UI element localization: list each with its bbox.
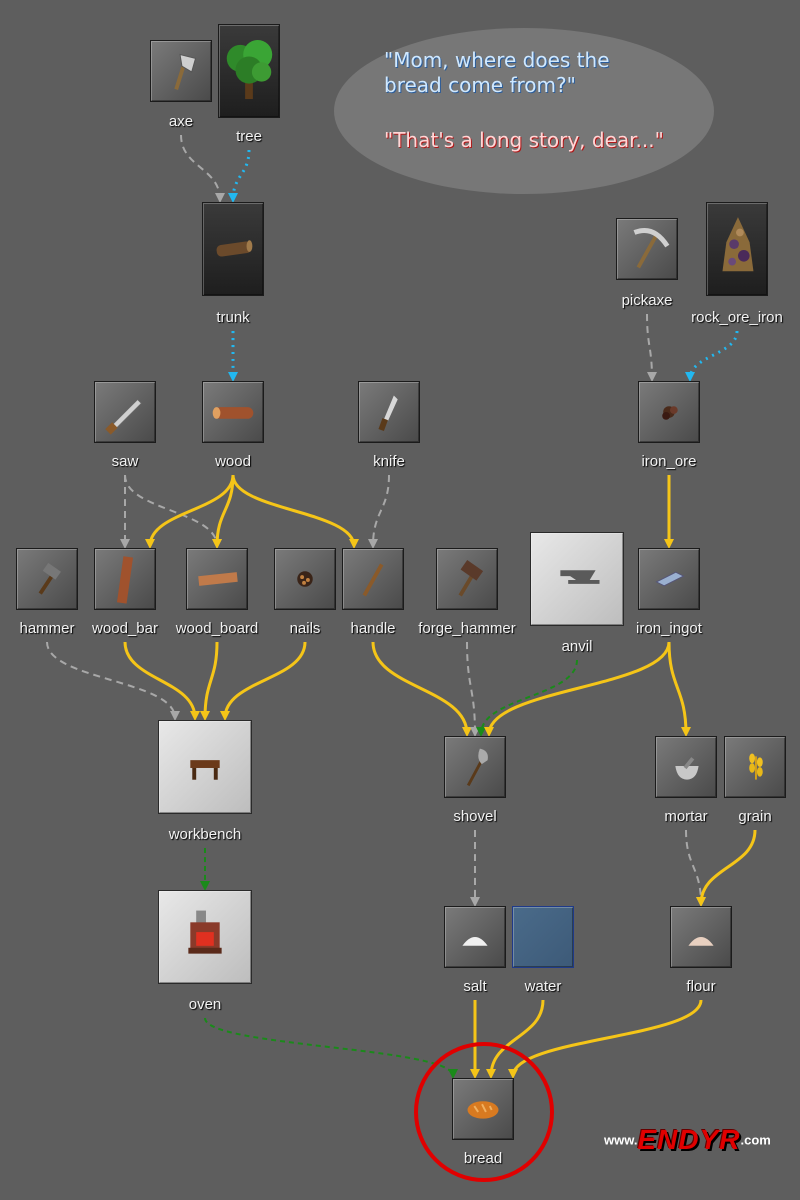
node-label: pickaxe xyxy=(621,292,673,309)
logo-name: ENDYR xyxy=(637,1124,741,1155)
speech-bubble xyxy=(334,28,714,194)
edge-axe-to-trunk xyxy=(180,134,225,203)
quote-line-2: bread come from?" xyxy=(384,73,576,97)
edge-hammer-to-workbench xyxy=(46,641,180,721)
node-saw xyxy=(94,381,156,443)
edge-wood-bar-to-workbench xyxy=(123,641,200,721)
node-oven xyxy=(158,890,252,984)
node-hammer xyxy=(16,548,78,610)
node-handle xyxy=(342,548,404,610)
node-shovel xyxy=(444,736,506,798)
node-trunk xyxy=(202,202,264,296)
node-label: forge_hammer xyxy=(418,620,516,637)
node-flour xyxy=(670,906,732,968)
edge-iron-ingot-to-mortar xyxy=(667,641,691,737)
edge-anvil-to-shovel xyxy=(476,659,578,737)
endyr-logo: www.ENDYR.com xyxy=(604,1124,771,1164)
logo-prefix: www. xyxy=(604,1132,638,1148)
edge-wood-to-handle xyxy=(231,474,359,549)
edge-rock-ore-iron-to-iron-ore xyxy=(685,330,739,382)
node-axe xyxy=(150,40,212,102)
node-wood-board xyxy=(186,548,248,610)
node-label: nails xyxy=(289,620,321,637)
node-pickaxe xyxy=(616,218,678,280)
node-label: iron_ore xyxy=(641,453,697,470)
node-nails xyxy=(274,548,336,610)
quote-line-1: "Mom, where does the xyxy=(384,48,610,72)
node-label: oven xyxy=(188,996,222,1013)
edge-wood-board-to-workbench xyxy=(200,641,219,721)
logo-suffix: .com xyxy=(740,1132,771,1148)
edge-grain-to-flour xyxy=(696,829,757,907)
node-knife xyxy=(358,381,420,443)
node-forge-hammer xyxy=(436,548,498,610)
node-label: water xyxy=(524,978,562,995)
edge-pickaxe-to-iron-ore xyxy=(646,313,657,382)
node-salt xyxy=(444,906,506,968)
edge-nails-to-workbench xyxy=(220,641,307,721)
node-label: wood_bar xyxy=(92,620,158,637)
edge-forge-hammer-to-shovel xyxy=(466,641,480,737)
edge-knife-to-handle xyxy=(368,474,390,549)
edge-iron-ingot-to-shovel xyxy=(484,641,671,737)
node-label: wood_board xyxy=(175,620,259,637)
node-label: wood xyxy=(215,453,251,470)
node-label: rock_ore_iron xyxy=(691,309,783,326)
node-label: handle xyxy=(350,620,396,637)
node-label: salt xyxy=(463,978,487,995)
node-anvil xyxy=(530,532,624,626)
node-water xyxy=(512,906,574,968)
node-label: grain xyxy=(738,808,772,825)
node-wood-bar xyxy=(94,548,156,610)
edge-tree-to-trunk xyxy=(228,149,251,203)
edge-handle-to-shovel xyxy=(371,641,472,737)
node-iron-ingot xyxy=(638,548,700,610)
node-label: tree xyxy=(236,128,262,145)
node-mortar xyxy=(655,736,717,798)
quote-question: "Mom, where does the bread come from?" xyxy=(384,48,610,98)
edge-wood-to-wood-bar xyxy=(145,474,235,549)
node-label: mortar xyxy=(664,808,708,825)
node-grain xyxy=(724,736,786,798)
node-label: axe xyxy=(168,113,194,130)
node-label: iron_ingot xyxy=(636,620,702,637)
quote-answer: "That's a long story, dear..." xyxy=(384,128,664,152)
edge-mortar-to-flour xyxy=(685,829,706,907)
node-tree xyxy=(218,24,280,118)
node-label: trunk xyxy=(216,309,250,326)
edge-oven-to-bread xyxy=(204,1017,458,1079)
node-label: flour xyxy=(686,978,716,995)
node-label: anvil xyxy=(561,638,593,655)
node-label: workbench xyxy=(168,826,242,843)
edge-wood-to-wood-board xyxy=(212,474,235,549)
node-label: shovel xyxy=(453,808,497,825)
node-rock-ore-iron xyxy=(706,202,768,296)
node-label: knife xyxy=(373,453,405,470)
node-label: hammer xyxy=(19,620,75,637)
edge-saw-to-wood-board xyxy=(124,474,222,549)
node-wood xyxy=(202,381,264,443)
node-workbench xyxy=(158,720,252,814)
bread-highlight-circle xyxy=(414,1042,554,1182)
node-iron-ore xyxy=(638,381,700,443)
node-label: saw xyxy=(111,453,139,470)
